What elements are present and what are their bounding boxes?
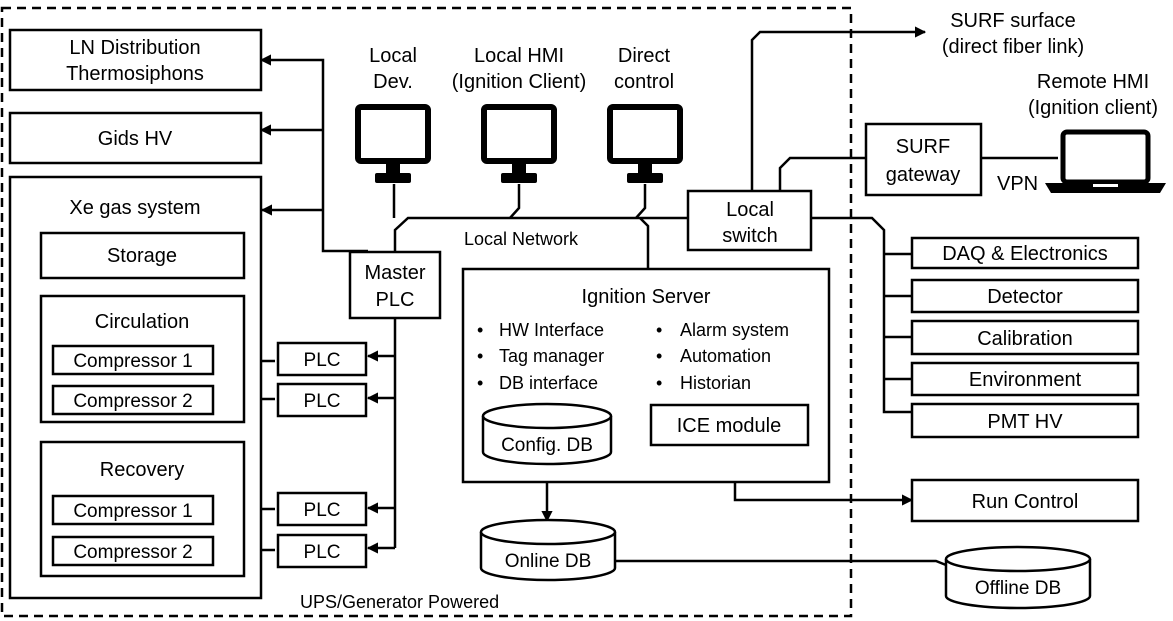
local-hmi-label-1: Local HMI bbox=[474, 45, 564, 67]
database-icon bbox=[479, 518, 617, 582]
feature-alarm-system: Alarm system bbox=[680, 320, 789, 340]
direct-control-label-1: Direct bbox=[618, 45, 671, 67]
plc-label-rec-1: PLC bbox=[304, 500, 341, 521]
environment-label: Environment bbox=[969, 369, 1082, 391]
ln-distribution-label: LN Distribution bbox=[69, 37, 200, 59]
recovery-compressor-2-box bbox=[51, 535, 215, 567]
surf-gateway-label-2: gateway bbox=[886, 164, 961, 186]
svg-text:•: • bbox=[477, 320, 483, 340]
online-db-label: Online DB bbox=[505, 551, 592, 572]
feature-historian: Historian bbox=[680, 373, 751, 393]
local-dev-label-2: Dev. bbox=[373, 71, 413, 93]
remote-hmi-label-1: Remote HMI bbox=[1037, 71, 1149, 93]
run-control-box bbox=[910, 478, 1140, 523]
plc-label-circ-1: PLC bbox=[304, 350, 341, 371]
local-network-label: Local Network bbox=[464, 229, 579, 249]
circulation-compressor-1-box bbox=[51, 344, 215, 376]
remote-hmi-label-2: (Ignition client) bbox=[1028, 97, 1158, 119]
ice-module-box bbox=[649, 403, 810, 447]
feature-tag-manager: Tag manager bbox=[499, 346, 604, 366]
calibration-box bbox=[910, 319, 1140, 356]
monitor-icon bbox=[607, 104, 683, 183]
plc-box-rec-2 bbox=[276, 533, 368, 569]
laptop-icon bbox=[1045, 129, 1166, 193]
master-plc-label-1: Master bbox=[364, 262, 425, 284]
daq-electronics-box bbox=[910, 236, 1140, 270]
circulation-title: Circulation bbox=[95, 311, 189, 333]
feature-hw-interface: HW Interface bbox=[499, 320, 604, 340]
vpn-label: VPN bbox=[997, 173, 1038, 195]
direct-control-label-2: control bbox=[614, 71, 674, 93]
ln-distribution-box bbox=[8, 28, 263, 92]
config-db-label: Config. DB bbox=[501, 435, 593, 456]
surf-surface-label-2: (direct fiber link) bbox=[942, 36, 1084, 58]
plc-label-circ-2: PLC bbox=[304, 391, 341, 412]
surf-gateway-box bbox=[864, 122, 983, 197]
storage-box bbox=[39, 231, 246, 280]
svg-text:•: • bbox=[656, 373, 662, 393]
detector-box bbox=[910, 278, 1140, 314]
ignition-server-title: Ignition Server bbox=[582, 286, 711, 308]
database-icon bbox=[481, 402, 613, 466]
circulation-compressor-1-label: Compressor 1 bbox=[73, 351, 192, 372]
pmt-hv-label: PMT HV bbox=[987, 411, 1063, 433]
recovery-compressor-1-box bbox=[51, 494, 215, 526]
recovery-title: Recovery bbox=[100, 459, 184, 481]
ignition-features-right: • Alarm system • Automation • Historian bbox=[656, 320, 789, 393]
svg-text:•: • bbox=[477, 346, 483, 366]
master-plc-box bbox=[348, 250, 442, 320]
circulation-compressor-2-box bbox=[51, 384, 215, 416]
daq-electronics-label: DAQ & Electronics bbox=[942, 243, 1108, 265]
plc-box-circ-1 bbox=[276, 341, 368, 377]
offline-db-label: Offline DB bbox=[975, 578, 1061, 599]
plc-box-circ-2 bbox=[276, 382, 368, 418]
ups-boundary bbox=[0, 6, 853, 618]
ln-thermosiphons-label: Thermosiphons bbox=[66, 63, 204, 85]
run-control-label: Run Control bbox=[972, 491, 1079, 513]
master-plc-label-2: PLC bbox=[376, 289, 415, 311]
ups-label: UPS/Generator Powered bbox=[300, 592, 499, 612]
pmt-hv-box bbox=[910, 402, 1140, 439]
svg-text:•: • bbox=[656, 320, 662, 340]
local-hmi-label-2: (Ignition Client) bbox=[452, 71, 587, 93]
gids-hv-label: Gids HV bbox=[98, 128, 173, 150]
monitor-icon bbox=[355, 104, 431, 183]
circulation-compressor-2-label: Compressor 2 bbox=[73, 391, 192, 412]
feature-automation: Automation bbox=[680, 346, 771, 366]
recovery-compressor-1-label: Compressor 1 bbox=[73, 501, 192, 522]
ignition-features-left: • HW Interface • Tag manager • DB interf… bbox=[477, 320, 604, 393]
recovery-compressor-2-label: Compressor 2 bbox=[73, 542, 192, 563]
calibration-label: Calibration bbox=[977, 328, 1073, 350]
database-icon bbox=[944, 545, 1092, 610]
feature-db-interface: DB interface bbox=[499, 373, 598, 393]
local-dev-label-1: Local bbox=[369, 45, 417, 67]
plc-label-rec-2: PLC bbox=[304, 542, 341, 563]
detector-label: Detector bbox=[987, 286, 1063, 308]
plc-box-rec-1 bbox=[276, 491, 368, 527]
environment-box bbox=[910, 361, 1140, 397]
surf-gateway-label-1: SURF bbox=[896, 136, 950, 158]
storage-label: Storage bbox=[107, 245, 177, 267]
surf-surface-label-1: SURF surface bbox=[950, 10, 1076, 32]
xe-gas-system-title: Xe gas system bbox=[69, 197, 200, 219]
local-switch-box bbox=[686, 189, 813, 252]
local-switch-label-1: Local bbox=[726, 199, 774, 221]
monitor-icon bbox=[481, 104, 557, 183]
ice-module-label: ICE module bbox=[677, 415, 782, 437]
gids-hv-box bbox=[8, 111, 263, 165]
svg-text:•: • bbox=[656, 346, 662, 366]
local-switch-label-2: switch bbox=[722, 225, 778, 247]
svg-text:•: • bbox=[477, 373, 483, 393]
